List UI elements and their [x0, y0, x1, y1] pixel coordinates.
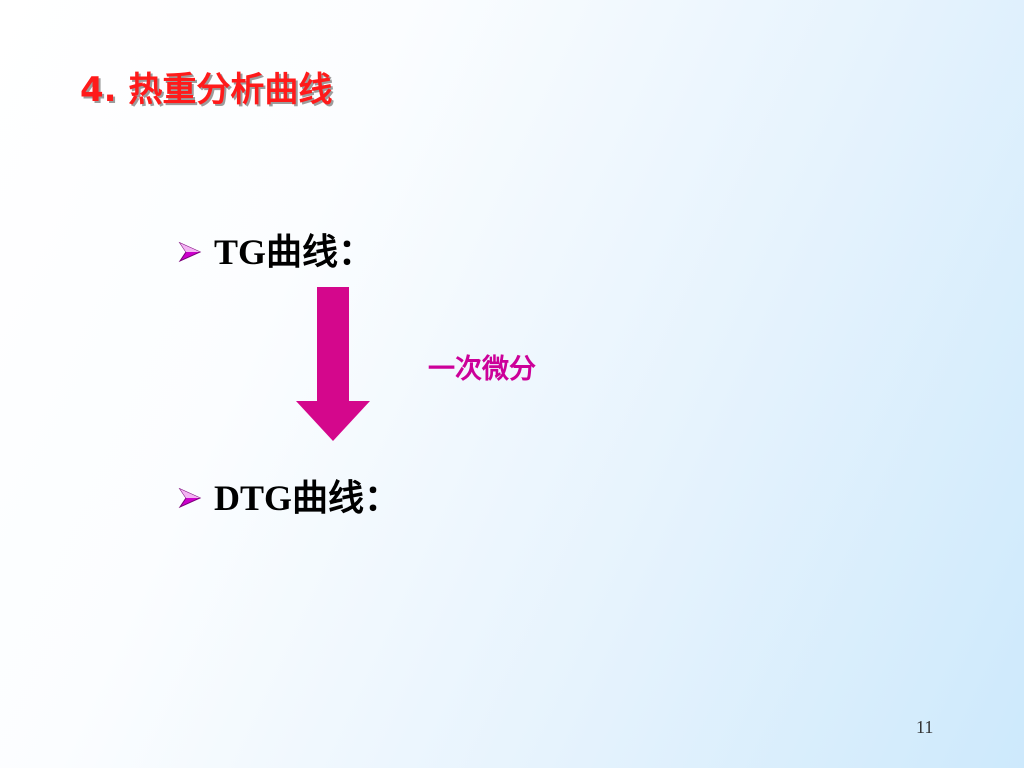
- down-arrow-icon: [296, 287, 370, 441]
- chevron-right-arrow-icon: [178, 487, 202, 509]
- page-number: 11: [916, 717, 934, 737]
- chevron-right-arrow-icon: [178, 241, 202, 263]
- bullet-text-dtg: DTG曲线：: [214, 478, 401, 518]
- bullet-item-tg: TG曲线：: [178, 228, 374, 276]
- bullet-text-tg: TG曲线：: [214, 232, 375, 272]
- bullet-item-dtg: DTG曲线：: [178, 474, 400, 522]
- differentiation-label: 一次微分: [428, 354, 536, 385]
- slide-title: 4. 热重分析曲线: [80, 70, 333, 110]
